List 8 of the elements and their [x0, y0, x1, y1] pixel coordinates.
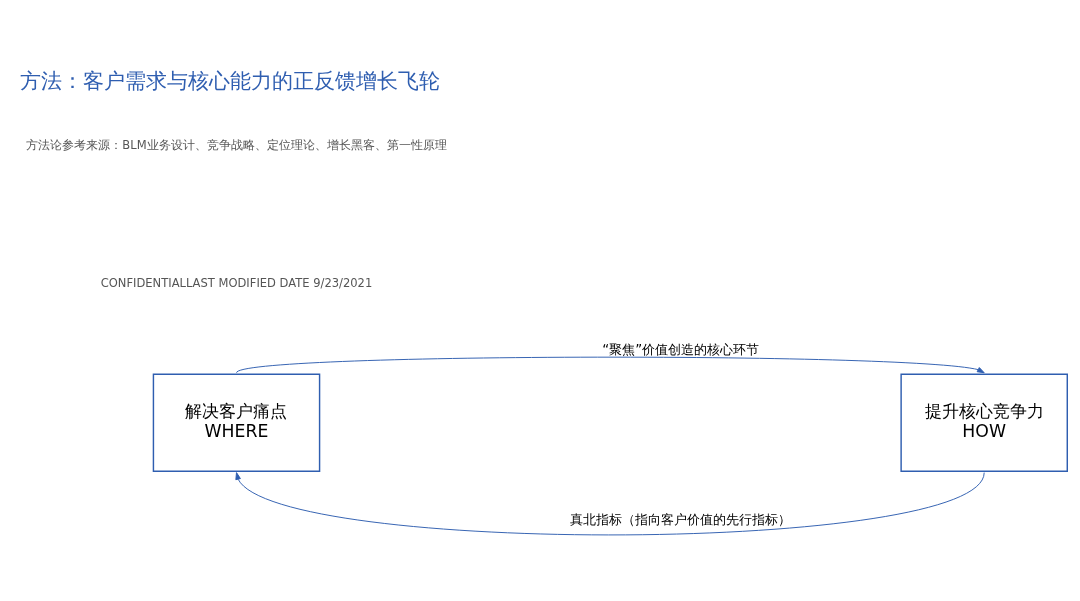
node-box: 解决客户痛点 WHERE [152, 372, 321, 472]
label: 方法论参考来源：BLM业务设计、竞争战略、定位理论、增长黑客、第一性原理 [26, 137, 447, 152]
edge-label: “聚焦”价值创造的核心环节 [602, 341, 760, 357]
diagram-title: 方法：客户需求与核心能力的正反馈增长飞轮 [19, 67, 440, 93]
node-box: 提升核心竞争力 HOW [900, 372, 1068, 472]
label: CONFIDENTIALLAST MODIFIED DATE 9/23/2021 [100, 275, 373, 290]
edge-label: 真北指标（指向客户价值的先行指标） [570, 511, 792, 527]
arrow [236, 356, 985, 373]
